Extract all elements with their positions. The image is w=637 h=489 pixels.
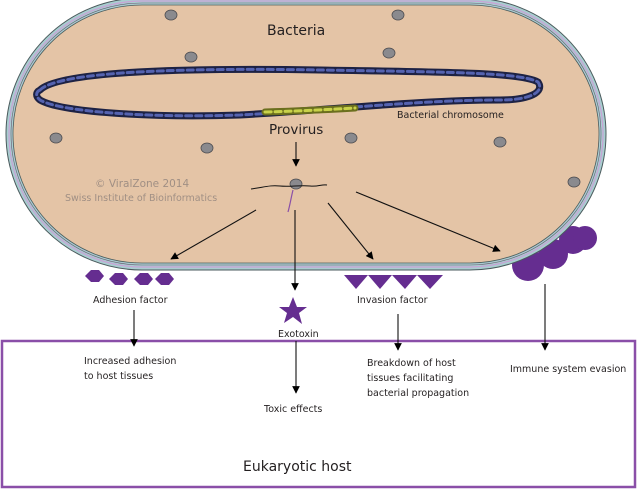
ribosome-icon <box>184 51 198 63</box>
ribosome-icon <box>493 136 507 148</box>
chromosome-label: Bacterial chromosome <box>397 110 504 121</box>
triangle-icon <box>368 275 392 289</box>
eukaryotic-host-label: Eukaryotic host <box>243 459 352 475</box>
invasion-effect-line2: tissues facilitating <box>367 373 453 384</box>
invasion-factor-label: Invasion factor <box>357 295 428 306</box>
eukaryotic-host-box <box>0 339 637 489</box>
ribosomes <box>49 9 581 190</box>
adhesion-effect-line2: to host tissues <box>84 371 153 382</box>
mrna-strand <box>250 184 328 190</box>
hexagon-icon <box>134 273 153 285</box>
invasion-factor-triangles <box>344 275 443 289</box>
ribosome-icon <box>289 178 303 190</box>
exotoxin-effect: Toxic effects <box>263 404 322 415</box>
watermark-line1: © ViralZone 2014 <box>95 178 189 190</box>
star-icon <box>279 297 307 324</box>
ribosome-icon <box>567 176 581 188</box>
bacteria-label: Bacteria <box>267 23 325 39</box>
hexagon-icon <box>109 273 128 285</box>
arrows <box>130 142 549 394</box>
ribosome-icon <box>391 9 405 21</box>
ribosome-icon <box>164 9 178 21</box>
provirus-label: Provirus <box>269 122 323 138</box>
triangle-icon <box>392 275 417 289</box>
immune-effect: Immune system evasion <box>510 364 626 375</box>
adhesion-factor-label: Adhesion factor <box>93 295 168 306</box>
ribosome-icon <box>344 132 358 144</box>
ribosome-icon <box>200 142 214 154</box>
arrow-to-immune <box>355 191 501 252</box>
adhesion-factor-hexagons <box>85 270 174 285</box>
arrow-to-adhesion <box>170 209 257 260</box>
adhesion-effect-line1: Increased adhesion <box>84 356 176 367</box>
hexagon-icon <box>155 273 174 285</box>
bacterial-chromosome <box>33 65 544 120</box>
invasion-effect-line3: bacterial propagation <box>367 388 469 399</box>
hexagon-icon <box>85 270 104 282</box>
arrow-to-invasion <box>327 202 374 260</box>
triangle-icon <box>417 275 443 289</box>
nascent-peptide <box>287 189 294 213</box>
ribosome-icon <box>382 47 396 59</box>
watermark-line2: Swiss Institute of Bioinformatics <box>65 193 217 204</box>
ribosome-icon <box>49 132 63 144</box>
exotoxin-label: Exotoxin <box>278 329 319 340</box>
triangle-icon <box>344 275 368 289</box>
invasion-effect-line1: Breakdown of host <box>367 358 456 369</box>
